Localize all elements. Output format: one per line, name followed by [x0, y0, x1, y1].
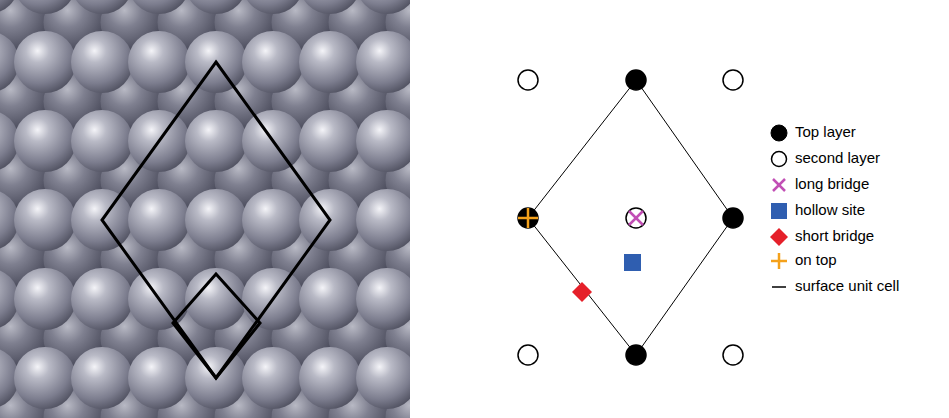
atom-sphere [356, 347, 410, 409]
atom-sphere [356, 0, 410, 14]
short-bridge-marker [572, 282, 592, 302]
legend-label: second layer [795, 149, 880, 167]
atom-sphere [14, 268, 76, 330]
legend-label: surface unit cell [795, 277, 899, 295]
atom-sphere [71, 347, 133, 409]
atom-sphere [0, 0, 19, 14]
atom-sphere [128, 347, 190, 409]
long-bridge-marker [629, 211, 643, 225]
legend-label: long bridge [795, 175, 869, 193]
second-layer-atoms [518, 70, 743, 365]
legend-label: hollow site [795, 201, 865, 219]
atom-sphere [14, 189, 76, 251]
legend-label: on top [795, 251, 837, 269]
hollow-site-symbol [771, 203, 787, 219]
render-ground [0, 0, 410, 418]
atom-sphere [299, 31, 361, 93]
atom-sphere [299, 268, 361, 330]
atom-sphere [71, 0, 133, 14]
legend-symbols [770, 125, 788, 287]
atom-sphere [14, 110, 76, 172]
atom-sphere [185, 189, 247, 251]
unit-cell-outline [102, 62, 330, 378]
atom-sphere [128, 31, 190, 93]
atom-sphere [242, 0, 304, 14]
atom-sphere [356, 268, 410, 330]
legend-label: short bridge [795, 227, 874, 245]
top-layer-atoms [518, 70, 743, 365]
atom-sphere [71, 268, 133, 330]
atom-sphere [71, 110, 133, 172]
atom-sphere [71, 31, 133, 93]
on-top-symbol [771, 253, 787, 269]
hollow-site-marker [624, 254, 641, 271]
atom-sphere [242, 189, 304, 251]
top-layer-symbol [771, 125, 787, 141]
atom-sphere [299, 0, 361, 14]
atom-sphere [356, 189, 410, 251]
unit-cell-symbol [772, 286, 786, 288]
short-bridge-symbol [770, 228, 788, 246]
atom-sphere [356, 110, 410, 172]
unit-cell-outline [528, 80, 733, 355]
atom-sphere [299, 110, 361, 172]
atom-sphere [242, 347, 304, 409]
atom-sphere [185, 0, 247, 14]
primitive-cell-outline [173, 274, 260, 378]
site-schematic [518, 70, 743, 365]
second-layer-symbol [772, 152, 787, 167]
atom-sphere [14, 0, 76, 14]
atom-sphere [128, 0, 190, 14]
atom-sphere [356, 31, 410, 93]
atom-sphere [242, 31, 304, 93]
on-top-marker [518, 208, 538, 228]
long-bridge-symbol [773, 179, 785, 191]
atom-sphere [14, 347, 76, 409]
atom-render [0, 0, 410, 418]
atom-sphere [128, 189, 190, 251]
atom-sphere [299, 347, 361, 409]
legend-label: Top layer [795, 123, 856, 141]
atom-sphere [14, 31, 76, 93]
second-layer-atoms [0, 0, 410, 418]
atom-sphere [185, 110, 247, 172]
top-layer-atoms [0, 0, 410, 418]
